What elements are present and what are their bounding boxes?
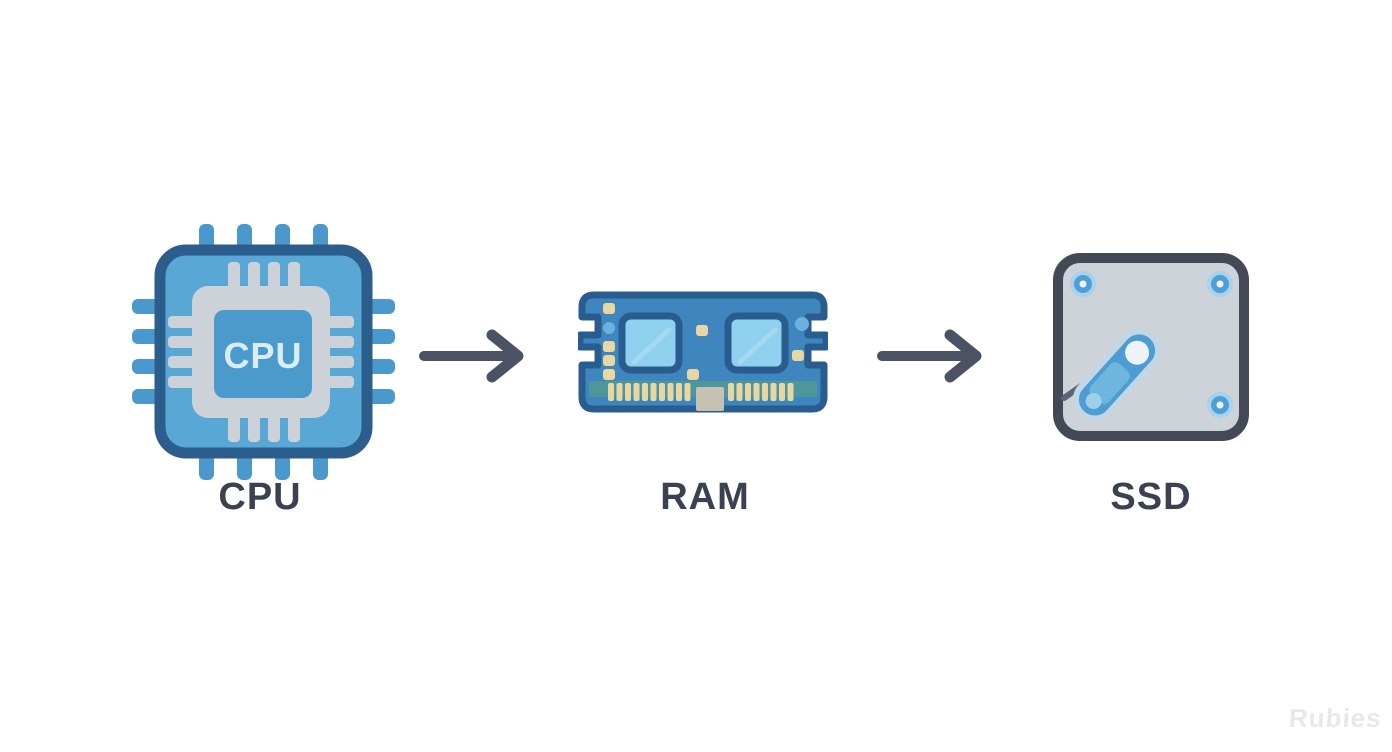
arrow-cpu-to-ram-icon: [416, 325, 536, 387]
cpu-die-text: CPU: [223, 335, 302, 376]
watermark: Rubies: [1288, 703, 1384, 733]
ram-label: RAM: [660, 476, 750, 518]
ram-module-svg: [578, 291, 828, 413]
cpu-chip-icon: CPU: [130, 222, 397, 482]
ssd-drive-svg: [1053, 253, 1249, 441]
ram-module-icon: [578, 291, 828, 415]
ssd-drive-icon: [1050, 250, 1252, 444]
ssd-label: SSD: [1110, 476, 1192, 518]
cpu-label: CPU: [218, 476, 302, 518]
cpu-chip-svg: CPU: [132, 224, 395, 480]
arrow-ram-to-ssd-icon: [874, 325, 994, 387]
